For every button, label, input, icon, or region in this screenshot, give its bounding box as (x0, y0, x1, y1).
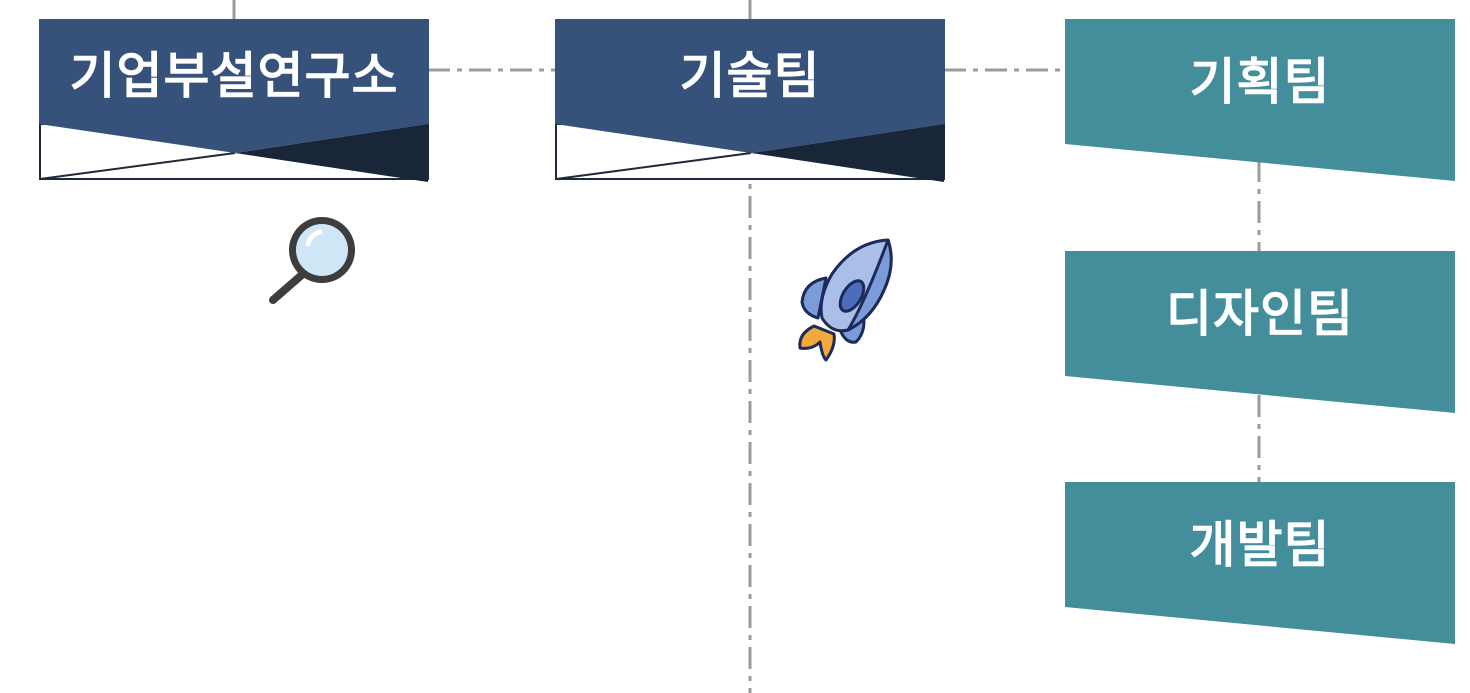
rocket-icon (798, 238, 893, 362)
team-box-development: 개발팀 (1065, 482, 1455, 644)
team-label-planning: 기획팀 (1189, 53, 1331, 111)
magnifier-icon (269, 217, 355, 304)
banner-label-research-lab: 기업부설연구소 (69, 46, 399, 105)
banner-shape (555, 19, 945, 182)
team-label-development: 개발팀 (1189, 516, 1331, 574)
banner-label-tech-team: 기술팀 (679, 46, 821, 105)
team-box-shape (1065, 482, 1455, 644)
team-box-design: 디자인팀 (1065, 251, 1455, 413)
banner-research-lab: 기업부설연구소 (39, 19, 429, 184)
team-box-shape (1065, 19, 1455, 181)
team-label-design: 디자인팀 (1166, 285, 1354, 343)
banner-tech-team: 기술팀 (555, 19, 945, 184)
team-box-shape (1065, 251, 1455, 413)
banner-shape (39, 19, 429, 182)
team-box-planning: 기획팀 (1065, 19, 1455, 181)
